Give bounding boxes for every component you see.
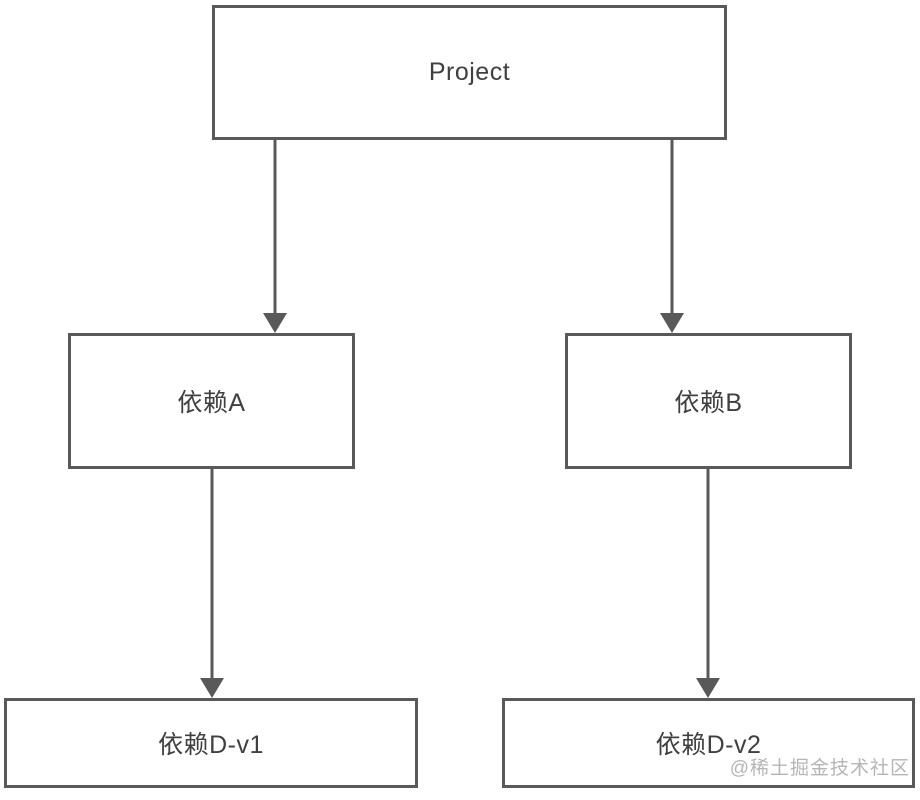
- edge-project-to-dep-a: [263, 140, 287, 333]
- edge-dep-b-to-dep-d-v2: [696, 469, 720, 698]
- node-dep-b: 依赖B: [565, 333, 852, 469]
- node-dep-d-v2: 依赖D-v2: [502, 698, 915, 788]
- node-dep-d-v1: 依赖D-v1: [4, 698, 418, 788]
- arrowhead-icon: [696, 678, 720, 698]
- edge-project-to-dep-b: [660, 140, 684, 333]
- edge-dep-a-to-dep-d-v1: [200, 469, 224, 698]
- arrowhead-icon: [660, 313, 684, 333]
- node-dep-a: 依赖A: [68, 333, 355, 469]
- arrowhead-icon: [200, 678, 224, 698]
- node-dep-d-v2-label: 依赖D-v2: [655, 731, 762, 759]
- node-project: Project: [212, 5, 727, 140]
- node-dep-a-label: 依赖A: [177, 389, 246, 417]
- node-dep-d-v1-label: 依赖D-v1: [158, 731, 264, 759]
- node-dep-b-label: 依赖B: [674, 389, 743, 417]
- arrowhead-icon: [263, 313, 287, 333]
- node-project-label: Project: [428, 58, 511, 86]
